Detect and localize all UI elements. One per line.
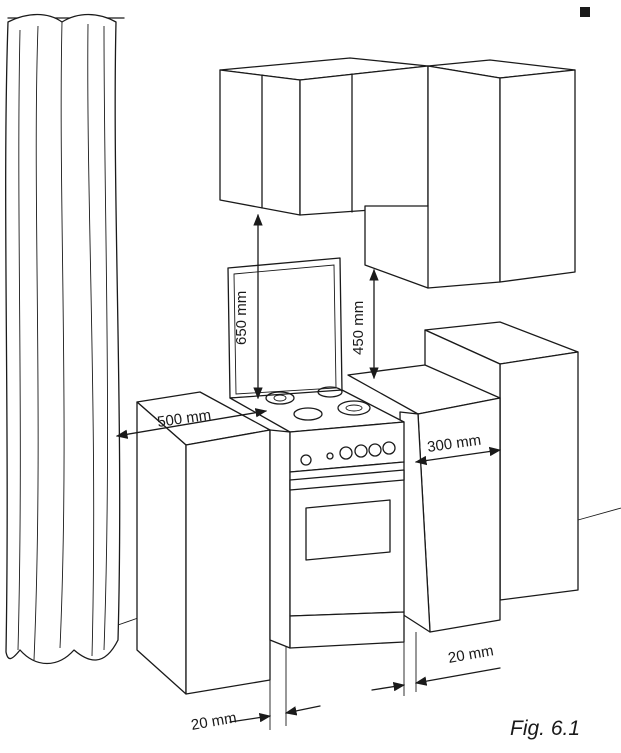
dimension-label-650: 650 mm	[233, 291, 250, 345]
cooker-side	[269, 429, 291, 649]
low-cabinet-left	[136, 391, 271, 695]
dimension-lines	[115, 213, 502, 730]
storage-drawer	[289, 611, 405, 649]
figure-caption: Fig. 6.1	[510, 717, 580, 740]
wall-lines	[117, 507, 621, 626]
curtain	[5, 13, 125, 664]
dimension-label-20-right: 20 mm	[447, 642, 495, 667]
dimension-label-20-left: 20 mm	[190, 709, 238, 734]
control-knob	[300, 441, 396, 466]
oven-handle	[289, 469, 405, 491]
upper-cabinet-left	[219, 57, 429, 216]
oven-window	[305, 499, 391, 561]
burner	[265, 386, 371, 421]
dimension-label-450: 450 mm	[350, 301, 367, 355]
corner-square-marker	[580, 7, 590, 17]
